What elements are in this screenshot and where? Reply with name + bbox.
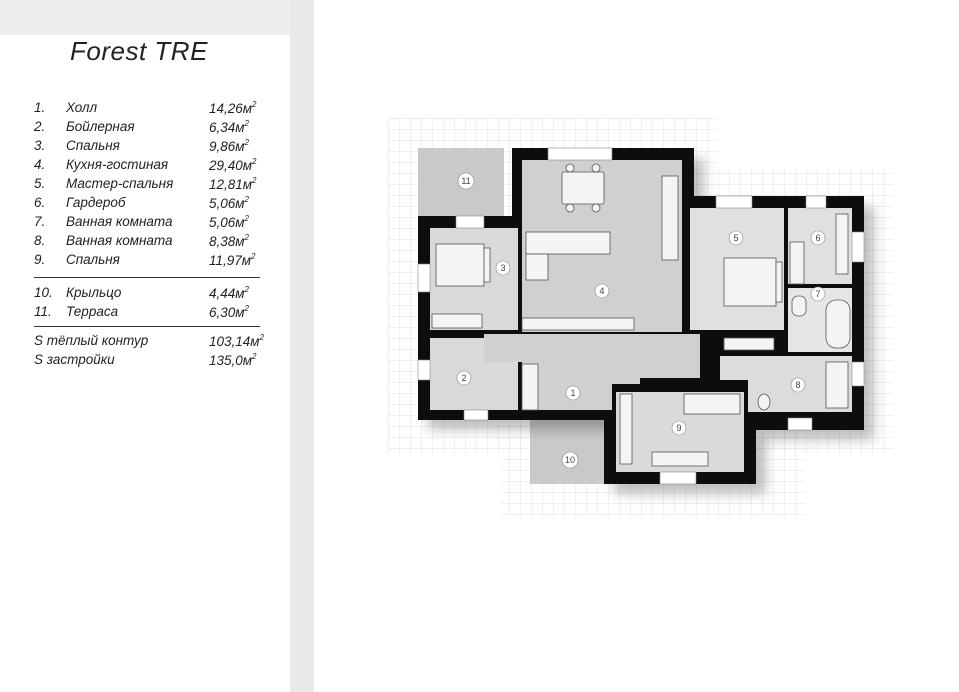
svg-text:6: 6 <box>815 233 820 243</box>
room-8 <box>720 356 852 412</box>
room-name: Терраса <box>66 304 119 319</box>
room-label-9: 9 <box>671 420 687 436</box>
project-title: Forest TRE <box>70 36 208 66</box>
furniture <box>431 163 851 467</box>
room-name: Крыльцо <box>66 285 122 300</box>
room-name: Кухня-гостиная <box>66 157 169 172</box>
room-area: 29,40м2 <box>209 157 257 173</box>
room-label-2: 2 <box>456 370 472 386</box>
room-label-5: 5 <box>728 230 744 246</box>
room-number: 5. <box>34 176 46 191</box>
header-strip <box>0 0 290 35</box>
svg-text:9: 9 <box>676 423 681 433</box>
room-name: Ванная комната <box>66 233 173 248</box>
total-label: S застройки <box>34 352 115 367</box>
separator-strip <box>290 0 314 692</box>
room-number: 8. <box>34 233 46 248</box>
windows <box>417 147 865 485</box>
svg-text:3: 3 <box>500 263 505 273</box>
room-label-3: 3 <box>495 260 511 276</box>
list-divider <box>34 326 260 327</box>
room-number: 7. <box>34 214 46 229</box>
room-area: 8,38м2 <box>209 233 249 249</box>
svg-text:11: 11 <box>461 176 470 186</box>
room-area: 5,06м2 <box>209 214 249 230</box>
room-area: 5,06м2 <box>209 195 249 211</box>
room-label-10: 10 <box>561 451 579 469</box>
room-area: 6,34м2 <box>209 119 249 135</box>
svg-text:1: 1 <box>570 388 575 398</box>
room-number: 10. <box>34 285 53 300</box>
room-area: 9,86м2 <box>209 138 249 154</box>
svg-text:7: 7 <box>815 289 820 299</box>
room-number: 11. <box>34 304 52 319</box>
room-area: 14,26м2 <box>209 100 257 116</box>
floor-plan: 1 2 3 4 5 6 7 8 9 10 11 <box>388 118 893 516</box>
room-name: Спальня <box>66 252 120 267</box>
room-number: 2. <box>34 119 46 134</box>
room-name: Спальня <box>66 138 120 153</box>
room-name: Холл <box>66 100 98 115</box>
room-label-1: 1 <box>565 385 581 401</box>
svg-text:2: 2 <box>461 373 466 383</box>
room-name: Ванная комната <box>66 214 173 229</box>
room-number: 3. <box>34 138 46 153</box>
room-label-8: 8 <box>790 377 806 393</box>
room-number: 9. <box>34 252 46 267</box>
room-number: 1. <box>34 100 46 115</box>
svg-text:10: 10 <box>565 455 575 465</box>
total-area: 103,14м2 <box>209 333 264 349</box>
total-area: 135,0м2 <box>209 352 257 368</box>
svg-text:4: 4 <box>599 286 604 296</box>
room-label-7: 7 <box>810 286 826 302</box>
room-label-11: 11 <box>457 172 475 190</box>
room-number: 6. <box>34 195 46 210</box>
room-area: 12,81м2 <box>209 176 257 192</box>
room-name: Бойлерная <box>66 119 135 134</box>
svg-text:8: 8 <box>795 380 800 390</box>
total-label: S тёплый контур <box>34 333 149 348</box>
svg-text:5: 5 <box>733 233 738 243</box>
porch-10 <box>530 420 604 484</box>
room-label-6: 6 <box>810 230 826 246</box>
room-area: 6,30м2 <box>209 304 249 320</box>
room-labels: 1 2 3 4 5 6 7 8 9 10 11 <box>456 172 826 469</box>
room-area: 11,97м2 <box>209 252 256 268</box>
room-name: Мастер-спальня <box>66 176 174 191</box>
list-divider <box>34 277 260 278</box>
room-number: 4. <box>34 157 46 172</box>
room-name: Гардероб <box>66 195 126 210</box>
room-area: 4,44м2 <box>209 285 249 301</box>
room-label-4: 4 <box>594 283 610 299</box>
